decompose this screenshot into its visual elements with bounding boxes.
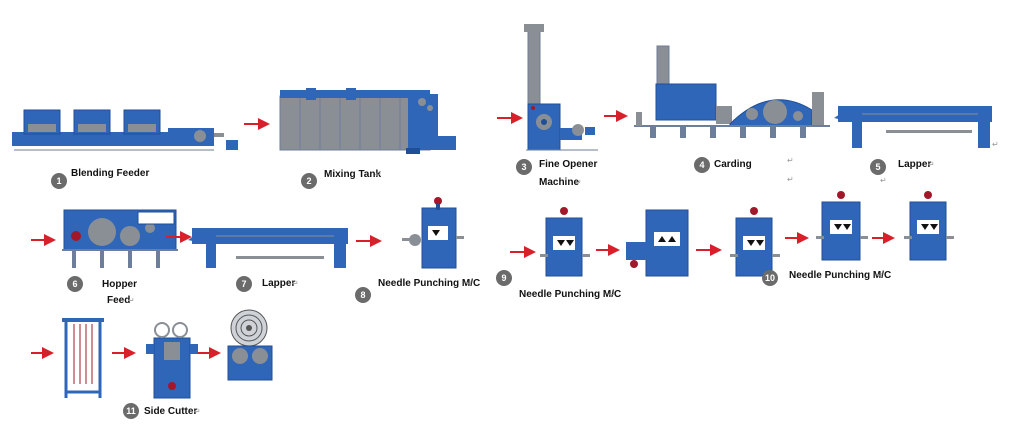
stage-badge-10: 10 bbox=[762, 270, 778, 286]
stage-label-needle-punching-10: Needle Punching M/C bbox=[789, 270, 892, 281]
lapper-machine-top bbox=[834, 106, 992, 148]
roll-winder-machine bbox=[227, 309, 273, 381]
return-mark: ↵ bbox=[928, 160, 935, 169]
hopper-feed-machine bbox=[62, 209, 178, 268]
stage-badge-1: 1 bbox=[51, 173, 67, 189]
lapper-machine-middle bbox=[188, 228, 348, 268]
stage-badge-11: 11 bbox=[123, 403, 139, 419]
needle-punching-machine-9a bbox=[540, 207, 590, 277]
stage-label-carding: Carding bbox=[714, 159, 752, 170]
stage-label-hopper: Hopper bbox=[102, 279, 137, 290]
return-mark: ↵ bbox=[128, 296, 135, 305]
needle-punching-machine-10a bbox=[730, 207, 780, 277]
side-cutter-machine bbox=[146, 322, 198, 399]
return-mark: ↵ bbox=[787, 175, 794, 184]
stage-label-fine-opener-line2: Machine bbox=[539, 177, 580, 188]
stage-badge-3: 3 bbox=[516, 159, 532, 175]
stage-label-fine-opener-line1: Fine Opener bbox=[539, 159, 598, 170]
stage-label-blending-feeder: Blending Feeder bbox=[71, 168, 150, 179]
return-mark: ↵ bbox=[194, 407, 201, 416]
return-mark: ↵ bbox=[292, 279, 299, 288]
needle-punching-machine-10b bbox=[816, 191, 868, 261]
needle-punching-machine-10c bbox=[904, 191, 954, 261]
blending-feeder-machine bbox=[12, 109, 238, 151]
stage-label-needle-punching-8: Needle Punching M/C bbox=[378, 278, 481, 289]
return-mark: ↵ bbox=[466, 279, 473, 288]
stage-badge-6: 6 bbox=[67, 276, 83, 292]
stage-label-needle-punching-9: Needle Punching M/C bbox=[519, 289, 622, 300]
stage-label-mixing-tank: Mixing Tank bbox=[324, 169, 382, 180]
stage-label-lapper-top: Lapper bbox=[898, 159, 932, 170]
fine-opener-machine bbox=[524, 24, 598, 151]
return-mark: ↵ bbox=[787, 156, 794, 165]
return-mark: ↵ bbox=[992, 140, 999, 149]
stage-badge-7: 7 bbox=[236, 276, 252, 292]
return-mark: ↵ bbox=[609, 290, 616, 299]
winder-frame-machine bbox=[62, 318, 104, 398]
mixing-tank-machine bbox=[279, 88, 456, 154]
stage-badge-9: 9 bbox=[496, 270, 512, 286]
stage-badge-8: 8 bbox=[355, 287, 371, 303]
needle-punching-machine-9b bbox=[626, 209, 689, 277]
stage-label-lapper-middle: Lapper bbox=[262, 278, 296, 289]
stage-label-side-cutter: Side Cutter bbox=[144, 406, 198, 417]
stage-badge-2: 2 bbox=[301, 173, 317, 189]
stage-badge-4: 4 bbox=[694, 157, 710, 173]
return-mark: ↵ bbox=[877, 271, 884, 280]
stage-label-feed: Feed bbox=[107, 295, 131, 306]
return-mark: ↵ bbox=[375, 170, 382, 179]
stage-badge-5: 5 bbox=[870, 159, 886, 175]
return-mark: ↵ bbox=[575, 178, 582, 187]
return-mark: ↵ bbox=[880, 176, 887, 185]
carding-machine bbox=[634, 45, 830, 138]
needle-punching-machine-8 bbox=[402, 197, 464, 269]
